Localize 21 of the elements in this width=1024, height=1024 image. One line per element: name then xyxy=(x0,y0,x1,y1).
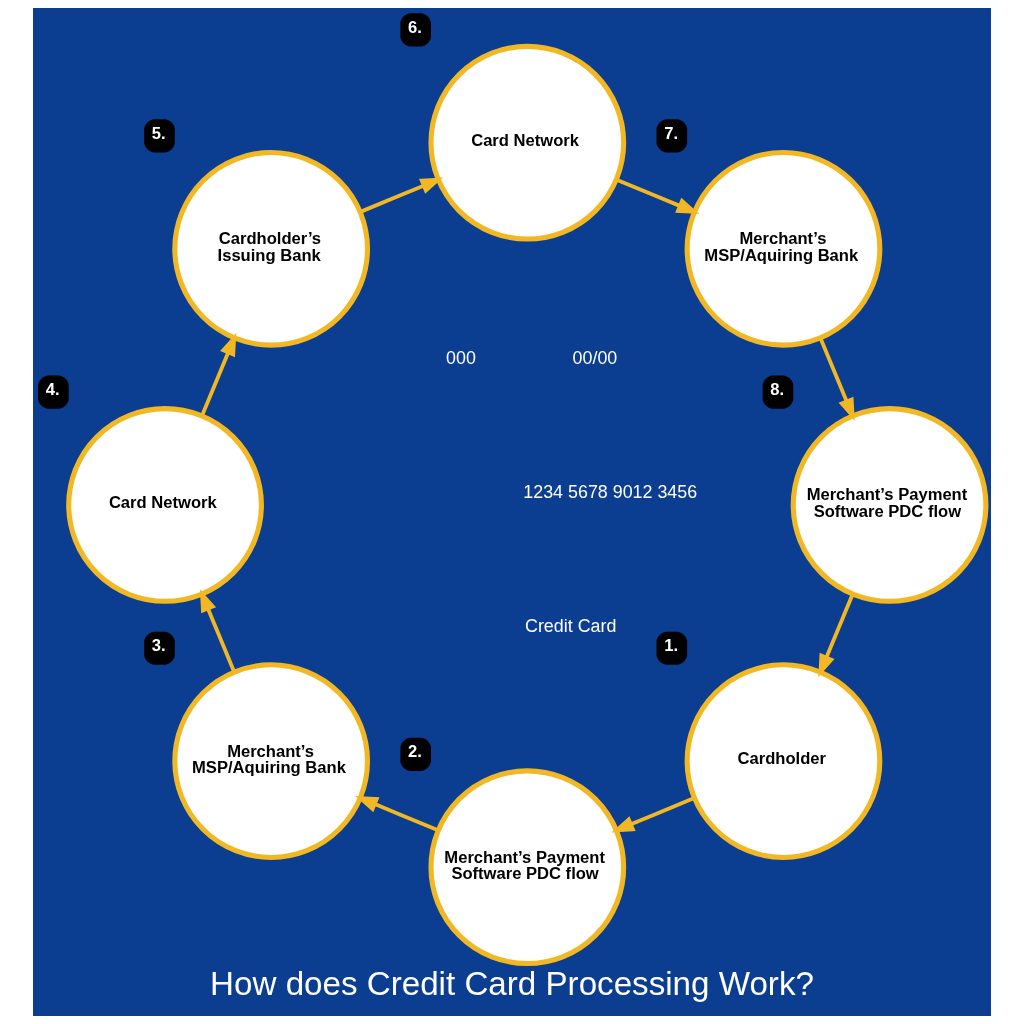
arrow xyxy=(355,795,439,833)
node-label: 6. xyxy=(408,17,422,37)
label: Credit Card xyxy=(525,616,617,637)
node-label: 4. xyxy=(45,380,60,400)
diagram-title: How does Credit Card Processing Work? xyxy=(210,965,814,1003)
arrow xyxy=(611,796,695,833)
node-label: 2. xyxy=(408,742,422,762)
arrow xyxy=(615,177,700,215)
node-label: 7. xyxy=(664,123,678,143)
arrow xyxy=(818,337,855,421)
node-label: 1. xyxy=(664,636,678,656)
arrow xyxy=(818,593,855,678)
label: 00/00 xyxy=(572,348,618,369)
arrow xyxy=(200,332,237,417)
node-label: 3. xyxy=(151,636,166,656)
label: 000 xyxy=(446,348,476,369)
node-label: 5. xyxy=(151,123,166,143)
label: 1234 5678 9012 3456 xyxy=(523,482,698,503)
arrow xyxy=(359,177,444,214)
node-label: 8. xyxy=(770,380,785,400)
arrow xyxy=(199,588,236,673)
